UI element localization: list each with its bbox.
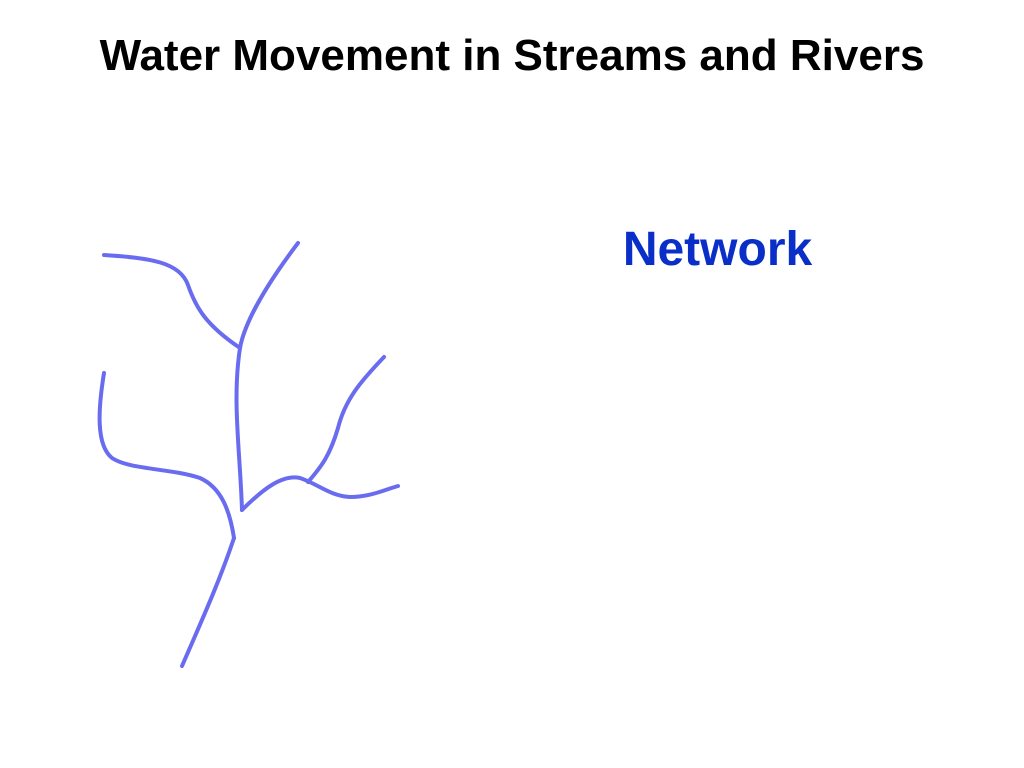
right-lower-tributary (240, 475, 400, 512)
main-upper-trunk (234, 346, 244, 512)
network-label: Network (622, 223, 813, 276)
left-tributary (97, 371, 236, 540)
slide-title: Water Movement in Streams and Rivers (99, 31, 925, 80)
right-fork-tributary (306, 355, 386, 484)
upper-left-tributary (102, 253, 242, 350)
upper-right-tributary (238, 241, 300, 350)
main-lower-trunk (180, 536, 236, 668)
